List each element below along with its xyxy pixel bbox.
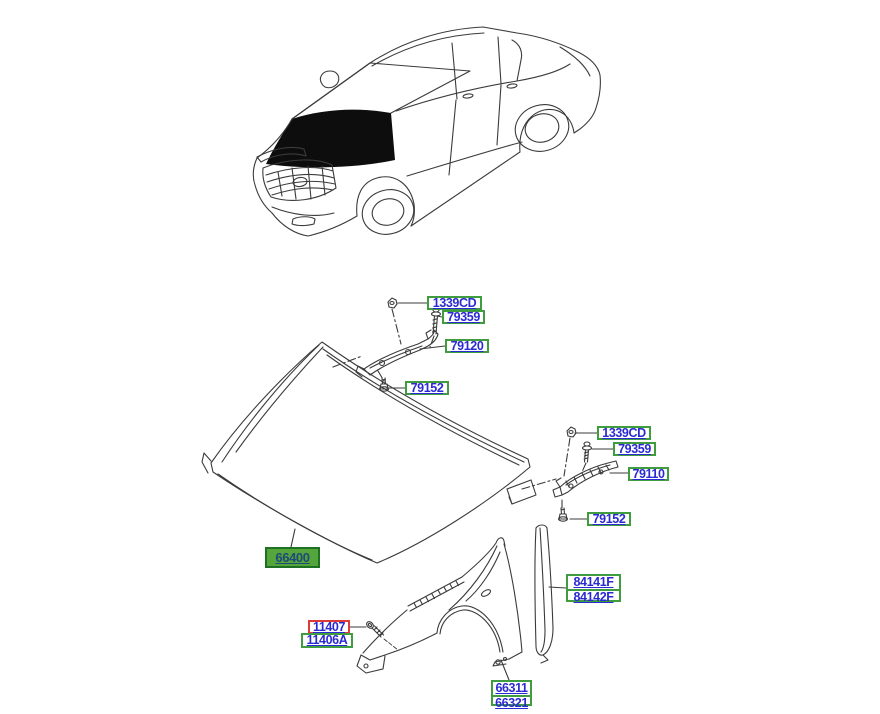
part-label-79152-left[interactable]: 79152 — [405, 381, 449, 395]
right-hinge-upper-bolt-drawing — [581, 441, 593, 463]
part-label-11406a[interactable]: 11406A — [301, 633, 353, 648]
leader-lines — [290, 302, 629, 681]
left-hinge-upper-bolt-drawing — [430, 307, 442, 335]
left-hinge-group-drawing — [332, 297, 442, 392]
right-hinge-bracket-drawing — [552, 460, 619, 498]
fender-bolt-drawing — [366, 621, 399, 651]
part-label-79152-right[interactable]: 79152 — [587, 512, 631, 526]
part-label-84141f-84142f[interactable]: 84141F 84142F — [566, 574, 621, 604]
part-label-1339cd-right[interactable]: 1339CD — [597, 426, 651, 440]
fender-panel-drawing — [356, 537, 523, 674]
left-hinge-bracket-drawing — [355, 329, 439, 378]
right-hinge-nut-drawing — [566, 426, 577, 438]
left-hinge-lower-bolt-drawing — [378, 377, 390, 392]
part-label-1339cd-left[interactable]: 1339CD — [427, 296, 482, 310]
part-label-79110[interactable]: 79110 — [628, 467, 669, 481]
part-label-84142f[interactable]: 84142F — [568, 588, 619, 604]
right-hinge-lower-bolt-drawing — [557, 507, 569, 522]
part-label-66400-highlighted[interactable]: 66400 — [265, 547, 320, 568]
fender-strip-drawing — [534, 524, 554, 664]
part-label-11407[interactable]: 11407 — [308, 620, 350, 634]
left-hinge-nut-drawing — [387, 297, 398, 309]
part-label-79120[interactable]: 79120 — [445, 339, 489, 353]
hood-panel-drawing — [201, 341, 537, 564]
car-hood-highlight — [266, 109, 395, 168]
part-label-84141f[interactable]: 84141F — [573, 575, 614, 589]
right-hinge-group-drawing — [521, 426, 619, 522]
part-label-66311-66321[interactable]: 66311 66321 — [491, 680, 532, 709]
part-label-66321[interactable]: 66321 — [493, 694, 530, 710]
car-illustration — [252, 26, 601, 237]
part-label-79359-left[interactable]: 79359 — [442, 310, 485, 324]
part-label-66311[interactable]: 66311 — [495, 681, 528, 695]
part-label-79359-right[interactable]: 79359 — [613, 442, 656, 456]
